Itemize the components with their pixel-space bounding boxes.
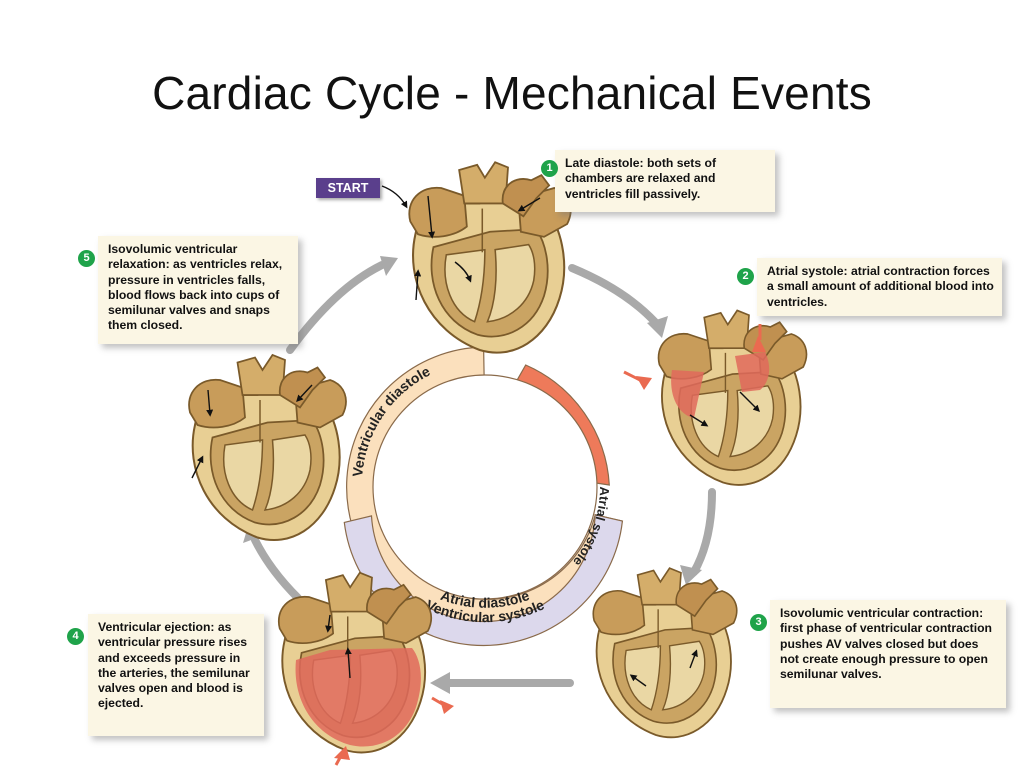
step-3-badge: 3 [750, 614, 767, 631]
cycle-arrow-1-2 [568, 264, 659, 326]
heart-step-2-icon [657, 309, 808, 486]
step-2-text: Atrial systole: atrial contraction force… [767, 264, 994, 309]
step-4-box: Ventricular ejection: as ventricular pre… [88, 614, 264, 736]
heart-step-1-icon [408, 161, 572, 354]
step-5-text: Isovolumic ventricular relaxation: as ve… [108, 242, 283, 333]
start-badge: START [316, 178, 380, 198]
step-1-box: Late diastole: both sets of chambers are… [555, 150, 775, 212]
cycle-arrow-2-3 [690, 488, 716, 576]
step-1-text: Late diastole: both sets of chambers are… [565, 156, 717, 201]
step-2-badge: 2 [737, 268, 754, 285]
heart-step-3-icon [592, 567, 738, 739]
step-4-text: Ventricular ejection: as ventricular pre… [98, 620, 250, 711]
cycle-arrow-5-1 [286, 261, 386, 354]
svg-text:Atrial diastole: Atrial diastole [439, 587, 532, 611]
step-3-text: Isovolumic ventricular contraction: firs… [780, 606, 992, 682]
page-title: Cardiac Cycle - Mechanical Events [152, 67, 872, 119]
atrial-diastole-label: Atrial diastole [439, 587, 532, 611]
heart-step-4-icon [277, 571, 433, 754]
step-4-badge: 4 [67, 628, 84, 645]
step-1-badge: 1 [541, 160, 558, 177]
step-3-box: Isovolumic ventricular contraction: firs… [770, 600, 1006, 708]
cycle-arrow-4-5 [251, 536, 302, 602]
heart-step-5-icon [188, 353, 347, 542]
step-5-badge: 5 [78, 250, 95, 267]
step-2-box: Atrial systole: atrial contraction force… [757, 258, 1002, 316]
step-5-box: Isovolumic ventricular relaxation: as ve… [98, 236, 298, 344]
